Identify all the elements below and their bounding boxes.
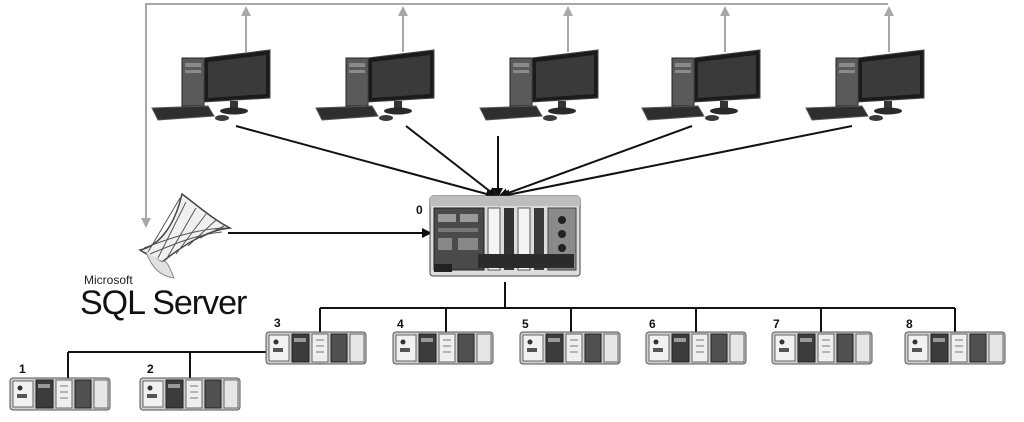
controller-label-8: 8 xyxy=(906,317,913,331)
controller-bus xyxy=(67,282,956,378)
controller-label-3: 3 xyxy=(274,316,281,330)
controller-6 xyxy=(645,331,747,365)
workstation-5 xyxy=(805,49,925,122)
workstation-3 xyxy=(479,49,599,122)
sql-product-label: SQL Server xyxy=(80,284,247,322)
controller-8 xyxy=(904,331,1006,365)
controller-2 xyxy=(139,377,241,411)
feedback-bus xyxy=(141,3,894,228)
controller-3 xyxy=(265,331,367,365)
workstation-4 xyxy=(641,49,761,122)
controller-label-2: 2 xyxy=(147,362,154,376)
workstation-1 xyxy=(151,49,271,122)
server-node-label: 0 xyxy=(416,203,423,217)
controller-label-6: 6 xyxy=(649,317,656,331)
controller-5 xyxy=(519,331,621,365)
controller-label-1: 1 xyxy=(19,362,26,376)
controller-label-5: 5 xyxy=(522,317,529,331)
workstation-2 xyxy=(315,49,435,122)
sql-brand-label: Microsoft xyxy=(84,273,133,287)
pxi-chassis-icon xyxy=(429,195,581,277)
controller-label-4: 4 xyxy=(397,317,404,331)
controller-7 xyxy=(771,331,873,365)
controller-1 xyxy=(9,377,111,411)
workstation-links xyxy=(235,125,853,200)
controller-label-7: 7 xyxy=(773,317,780,331)
controller-4 xyxy=(392,331,494,365)
sql-server-logo-icon xyxy=(139,193,231,279)
